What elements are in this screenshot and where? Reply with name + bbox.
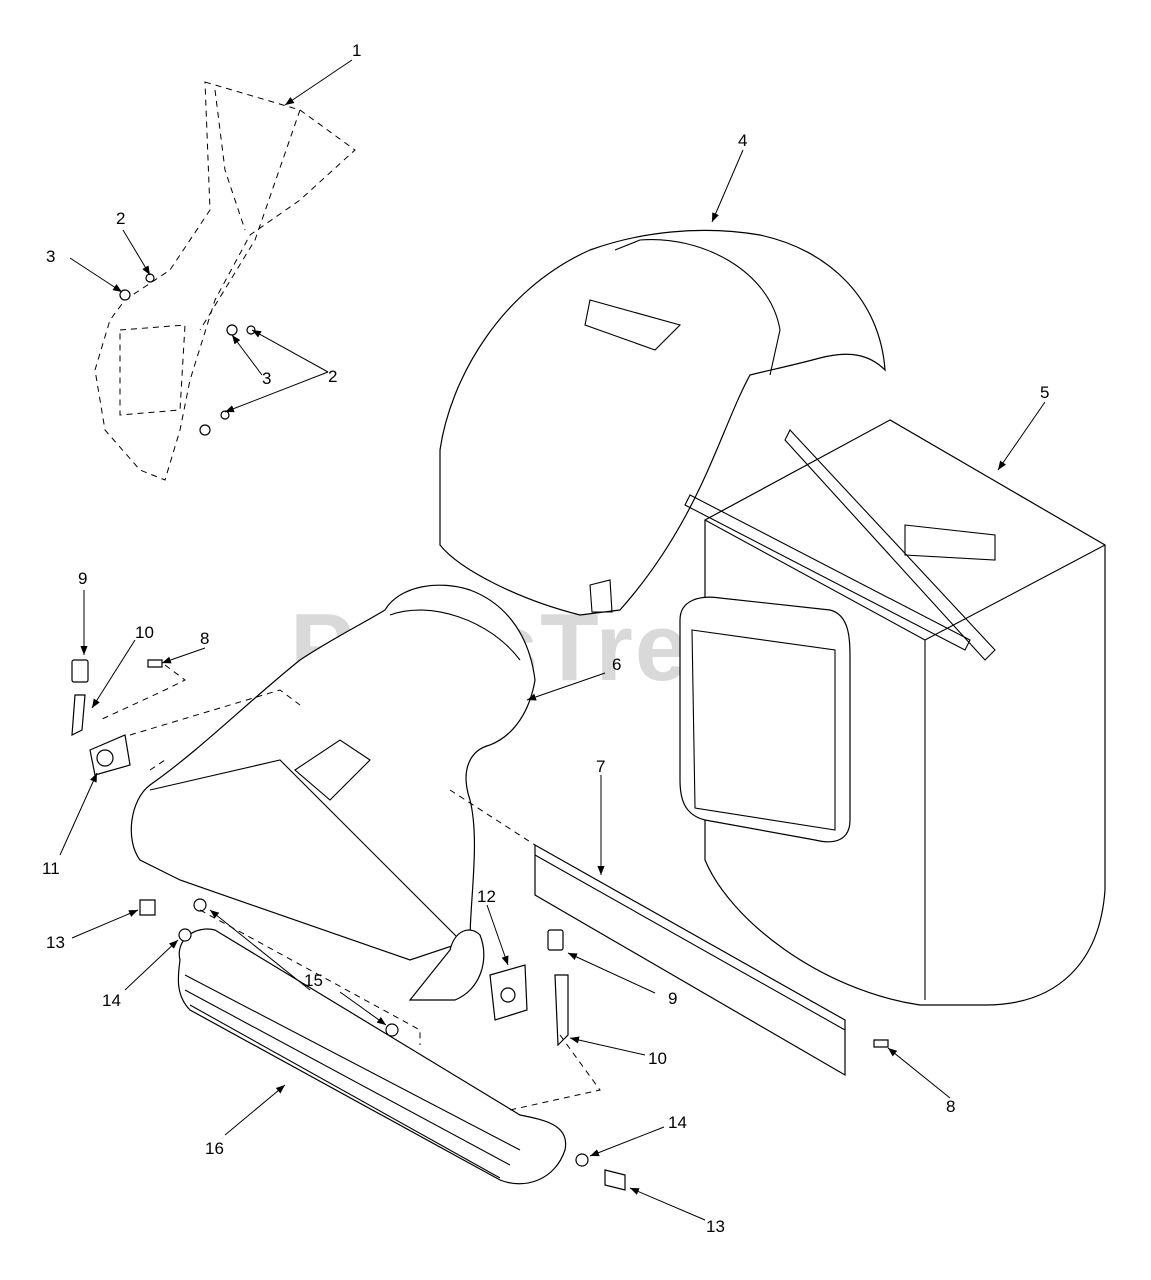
callout-1: 1 xyxy=(352,41,361,60)
upper-chute-part xyxy=(94,81,356,481)
leader-lines xyxy=(59,59,1046,1221)
callout-9: 9 xyxy=(78,569,87,588)
callout-2b: 2 xyxy=(328,367,337,386)
callout-11: 11 xyxy=(42,859,60,878)
assembly-lines xyxy=(99,664,601,1111)
callout-13: 13 xyxy=(46,933,65,952)
callout-16: 16 xyxy=(205,1139,224,1158)
bag-part xyxy=(679,419,1106,1006)
callout-8: 8 xyxy=(200,629,209,648)
callout-3b: 3 xyxy=(262,369,271,388)
callout-9b: 9 xyxy=(668,989,677,1008)
callout-2: 2 xyxy=(116,209,125,228)
callout-3: 3 xyxy=(46,247,55,266)
callout-15: 15 xyxy=(304,971,323,990)
callout-labels: 1 2 3 2 3 4 5 6 7 8 9 10 11 12 13 14 15 … xyxy=(42,41,1049,1236)
nozzle-part xyxy=(177,928,567,1185)
callout-14b: 14 xyxy=(668,1113,687,1132)
cover-part xyxy=(439,229,886,616)
callout-13b: 13 xyxy=(706,1217,725,1236)
callout-12: 12 xyxy=(477,887,496,906)
callout-8b: 8 xyxy=(946,1097,955,1116)
blower-housing-part xyxy=(130,584,536,1001)
callout-10: 10 xyxy=(135,623,154,642)
callout-4: 4 xyxy=(738,131,747,150)
deflector-part xyxy=(534,843,846,1077)
callout-6: 6 xyxy=(612,655,621,674)
callout-14: 14 xyxy=(102,991,121,1010)
callout-10b: 10 xyxy=(648,1049,667,1068)
callout-5: 5 xyxy=(1040,383,1049,402)
callout-7: 7 xyxy=(596,757,605,776)
hardware-parts xyxy=(71,273,889,1191)
